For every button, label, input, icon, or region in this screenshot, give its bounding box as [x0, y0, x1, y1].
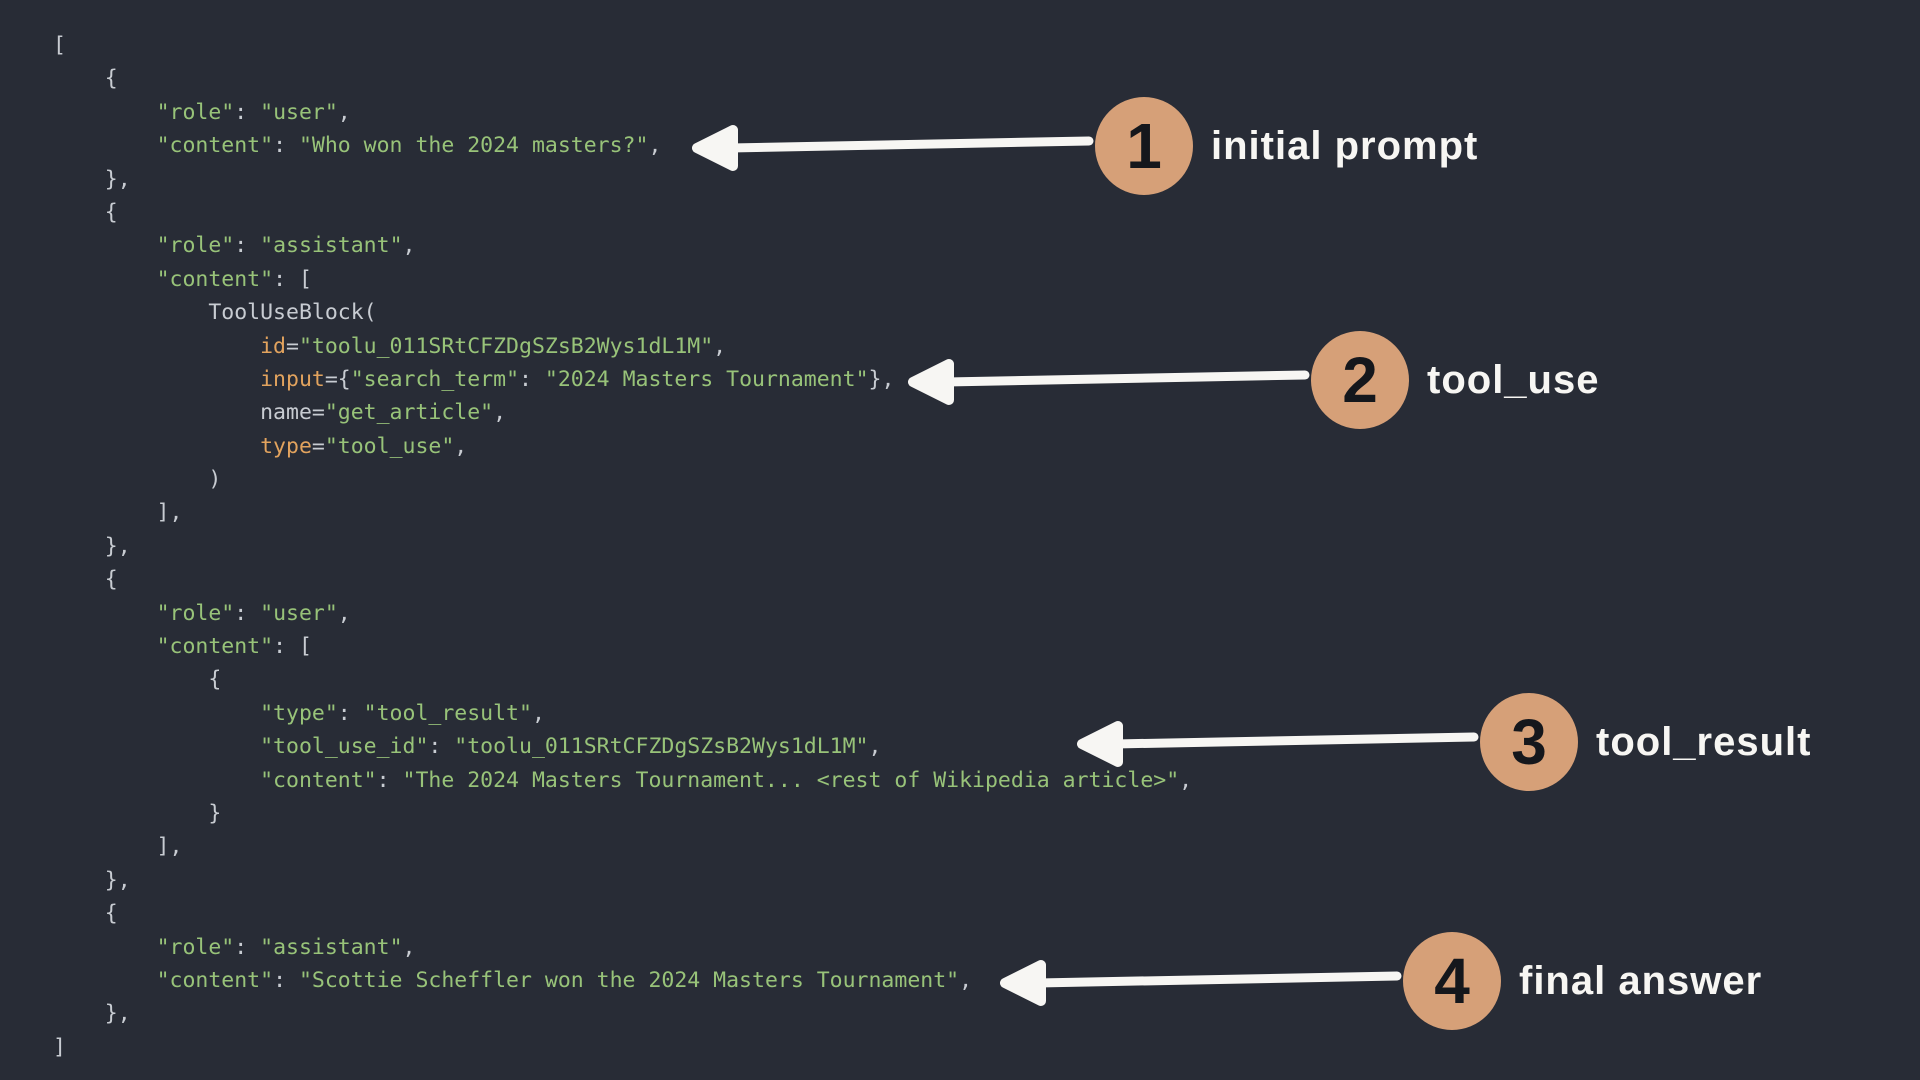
step-badge-4: 4: [1403, 932, 1501, 1030]
annotation-label: initial prompt: [1211, 123, 1479, 168]
code-block: [ { "role": "user", "content": "Who won …: [53, 29, 1192, 1064]
code-line: ToolUseBlock(: [53, 300, 377, 326]
code-line: [: [53, 33, 66, 58]
step-number: 1: [1126, 110, 1162, 182]
code-line: "role": "user",: [156, 600, 351, 626]
annotation-final-answer: 4 final answer: [998, 931, 1762, 1031]
code-line: },: [53, 1001, 131, 1027]
code-line: "content": [: [156, 266, 312, 292]
code-line: "content": "Scottie Scheffler won the 20…: [156, 967, 973, 993]
code-line: "type": "tool_result",: [260, 700, 545, 726]
code-line: },: [53, 166, 131, 192]
step-badge-3: 3: [1480, 693, 1578, 791]
code-line: "role": "user",: [156, 99, 351, 125]
arrow-left-icon: [1000, 960, 1402, 1006]
code-line: {: [53, 901, 118, 927]
code-line: ],: [53, 834, 183, 860]
code-line: {: [53, 667, 222, 693]
annotation-tool-result: 3 tool_result: [1075, 692, 1811, 792]
annotation-label: final answer: [1519, 958, 1763, 1003]
annotation-initial-prompt: 1 initial prompt: [690, 96, 1478, 196]
code-line: ]: [53, 1034, 66, 1060]
code-line: input={"search_term": "2024 Masters Tour…: [260, 366, 895, 392]
arrow-left-icon: [1077, 721, 1479, 767]
code-line: "role": "assistant",: [156, 934, 416, 960]
code-line: "role": "assistant",: [156, 233, 416, 259]
step-number: 4: [1434, 945, 1470, 1017]
code-line: ],: [53, 500, 183, 526]
code-line: {: [53, 567, 118, 593]
annotation-label: tool_use: [1427, 357, 1600, 402]
code-line: type="tool_use",: [260, 433, 468, 459]
code-line: "content": "The 2024 Masters Tournament.…: [260, 767, 1193, 793]
arrow-left-icon: [908, 359, 1310, 405]
code-line: {: [53, 199, 118, 225]
code-line: "content": [: [156, 634, 312, 660]
annotation-label: tool_result: [1596, 719, 1812, 764]
code-line: }: [53, 800, 222, 826]
code-line: "tool_use_id": "toolu_011SRtCFZDgSZsB2Wy…: [260, 734, 882, 760]
step-number: 2: [1342, 344, 1378, 416]
code-line: name="get_article",: [53, 400, 507, 426]
code-line: id="toolu_011SRtCFZDgSZsB2Wys1dL1M",: [260, 333, 727, 359]
code-line: "content": "Who won the 2024 masters?",: [156, 133, 662, 159]
arrow-left-icon: [692, 125, 1094, 171]
code-line: ): [53, 467, 222, 493]
annotation-tool-use: 2 tool_use: [906, 330, 1599, 430]
step-badge-2: 2: [1311, 331, 1409, 429]
code-line: },: [53, 867, 131, 893]
step-badge-1: 1: [1095, 97, 1193, 195]
code-line: {: [53, 66, 118, 92]
step-number: 3: [1511, 706, 1547, 778]
code-line: },: [53, 533, 131, 559]
